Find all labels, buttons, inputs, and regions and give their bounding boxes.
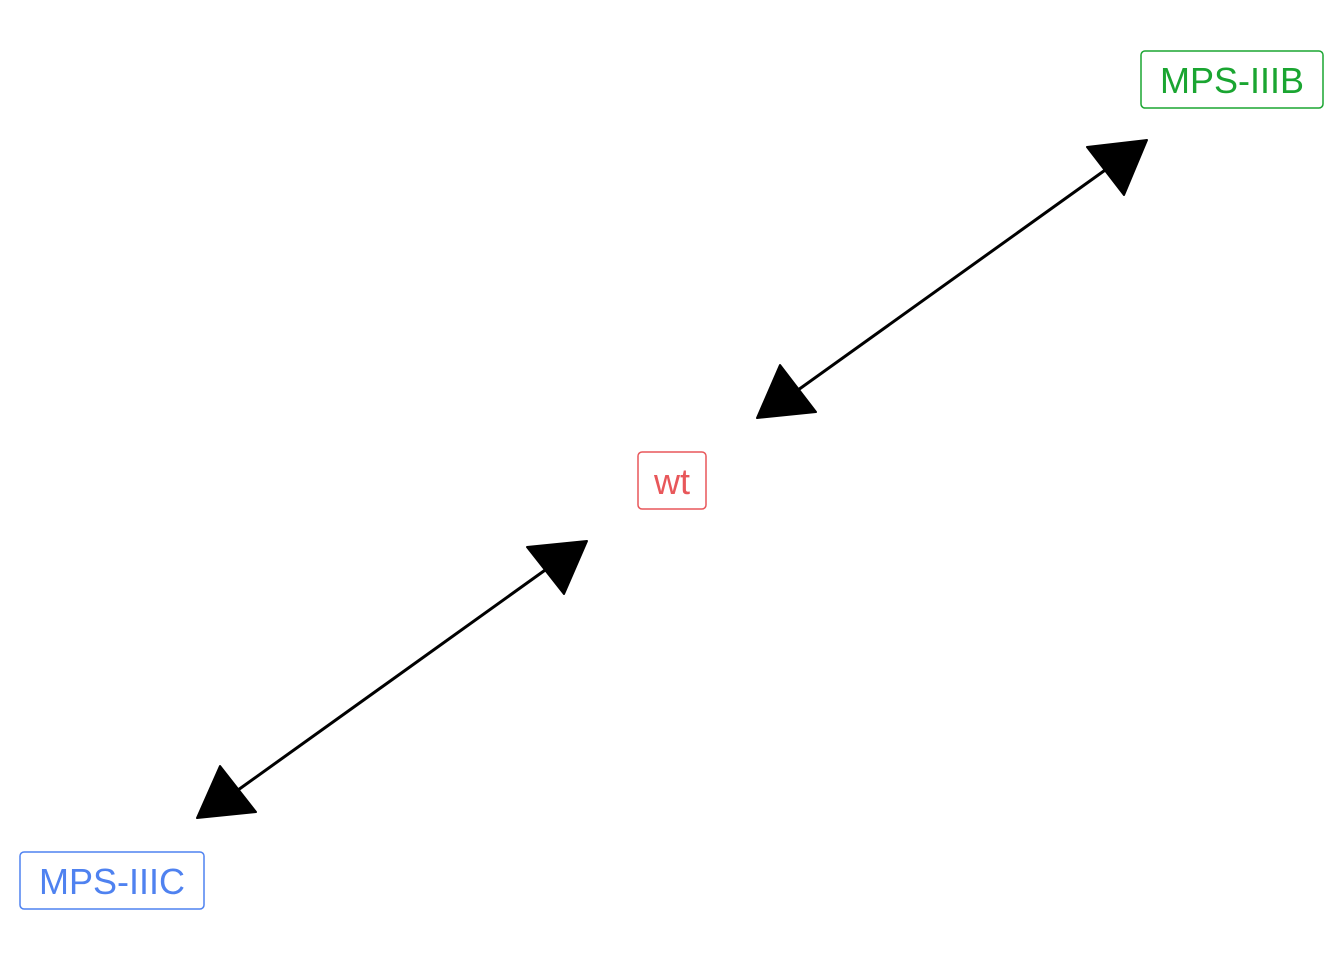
node-label: MPS-IIIC	[39, 861, 185, 902]
node-box	[637, 451, 707, 510]
edge-mps-iiib-wt	[756, 139, 1148, 419]
arrowhead-to-mps-iiib	[1086, 139, 1148, 196]
node-mps-iiib: MPS-IIIB	[1140, 50, 1324, 109]
edge-wt-mps-iiic	[196, 540, 588, 819]
node-mps-iiic: MPS-IIIC	[19, 851, 205, 910]
node-box	[1140, 50, 1324, 109]
edge-line	[797, 166, 1109, 392]
arrowhead-to-mps-iiic	[196, 765, 257, 819]
edge-line	[237, 566, 549, 792]
node-wt: wt	[637, 451, 707, 510]
arrowhead-to-wt	[756, 364, 817, 419]
node-label: MPS-IIIB	[1160, 60, 1304, 101]
node-label: wt	[653, 461, 690, 502]
arrowhead-to-wt	[526, 540, 588, 595]
node-box	[19, 851, 205, 910]
